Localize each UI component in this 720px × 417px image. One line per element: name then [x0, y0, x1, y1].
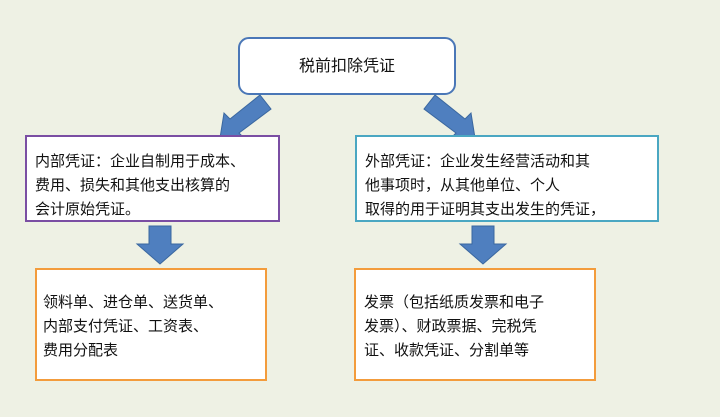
- external-example-line-2: 发票）、财政票据、完税凭: [364, 317, 537, 335]
- internal-line-1: 内部凭证：企业自制用于成本、: [35, 152, 246, 170]
- internal-example-line-1: 领料单、进仓单、送货单、: [43, 293, 224, 311]
- internal-line-3: 会计原始凭证。: [35, 200, 141, 218]
- internal-voucher-box: 内部凭证：企业自制用于成本、 费用、损失和其他支出核算的 会计原始凭证。: [25, 135, 280, 222]
- internal-example-line-2: 内部支付凭证、工资表、: [43, 317, 209, 335]
- internal-line-2: 费用、损失和其他支出核算的: [35, 176, 231, 194]
- root-label: 税前扣除凭证: [298, 56, 395, 75]
- external-line-1: 外部凭证：企业发生经营活动和其: [365, 152, 591, 170]
- external-line-2: 他事项时，从其他单位、个人: [365, 176, 561, 194]
- external-examples-box: 发票（包括纸质发票和电子 发票）、财政票据、完税凭 证、收款凭证、分割单等: [354, 268, 596, 381]
- arrow-root-to-internal: [219, 94, 272, 140]
- internal-examples-box: 领料单、进仓单、送货单、 内部支付凭证、工资表、 费用分配表: [35, 268, 267, 381]
- arrow-external-to-examples: [458, 225, 508, 265]
- external-example-line-3: 证、收款凭证、分割单等: [364, 341, 530, 359]
- arrow-internal-to-examples: [135, 225, 185, 265]
- external-line-3: 取得的用于证明其支出发生的凭证，: [365, 200, 606, 218]
- internal-example-line-3: 费用分配表: [43, 341, 119, 359]
- external-example-line-1: 发票（包括纸质发票和电子: [364, 293, 545, 311]
- root-node: 税前扣除凭证: [238, 37, 456, 95]
- arrow-root-to-external: [423, 94, 476, 140]
- external-voucher-box: 外部凭证：企业发生经营活动和其 他事项时，从其他单位、个人 取得的用于证明其支出…: [355, 135, 659, 222]
